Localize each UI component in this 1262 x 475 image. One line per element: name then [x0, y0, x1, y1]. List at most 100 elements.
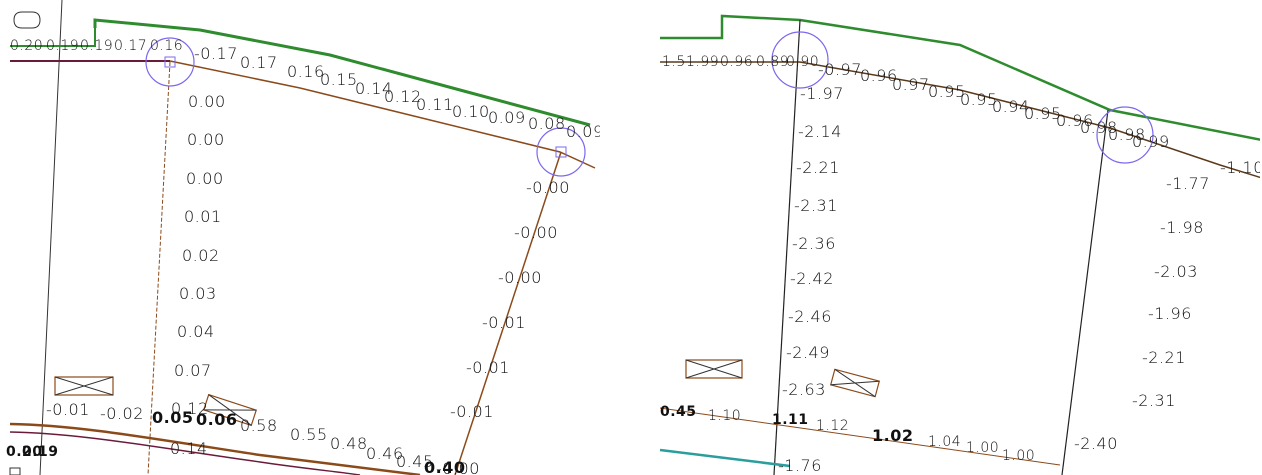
bottom-row-label: 0.40: [424, 458, 466, 475]
top-row-label: 0.09: [566, 122, 600, 141]
right-column-label: -2.40: [1074, 434, 1118, 453]
corner-label: 0.19: [22, 444, 59, 460]
vertical-reference-line: [39, 0, 63, 475]
top-row-label: 0.14: [355, 79, 393, 98]
left-column-label: 0.14: [170, 439, 208, 458]
bottom-row-label: 1.12: [816, 418, 850, 434]
brown-profile-line: [169, 60, 596, 169]
bottom-brown-curve: [9, 422, 421, 475]
top-row-label: 0.17: [114, 38, 148, 54]
bottom-brown-line: [660, 407, 1061, 466]
right-column-label: -1.77: [1166, 174, 1210, 193]
bottom-row-label: -0.01: [46, 400, 90, 419]
green-boundary-line: [93, 18, 591, 127]
left-section-line: [147, 61, 171, 475]
right-column-label: -2.21: [1142, 348, 1186, 367]
bottom-row-label: 0.55: [290, 425, 328, 444]
cross-box-icon: [54, 376, 114, 396]
top-row-label: 0.95: [960, 90, 998, 109]
bottom-row-label: 1.04: [928, 434, 962, 450]
right-column-label: -0.00: [514, 223, 558, 242]
right-column-label: -0.00: [436, 459, 480, 475]
top-row-label: 0.99: [1132, 132, 1170, 151]
cross-box-icon: [685, 359, 743, 379]
left-column-label: -2.42: [790, 269, 834, 288]
left-column-label: 0.03: [179, 284, 217, 303]
left-column-label: -2.63: [782, 380, 826, 399]
bottom-row-label: 1.00: [1002, 448, 1036, 464]
station-circle-icon: [1096, 106, 1154, 164]
top-row-label: 0.11: [416, 95, 454, 114]
top-row-label: 0.94: [992, 97, 1030, 116]
bottom-row-label: 0.05: [152, 408, 194, 427]
right-column-label: -0.01: [466, 358, 510, 377]
bottom-row-label: -0.02: [100, 404, 144, 423]
top-row-label: 0.98: [1108, 125, 1146, 144]
bottom-row-label: 0.46: [366, 444, 404, 463]
right-column-label: -1.96: [1148, 304, 1192, 323]
bottom-row-label: 1.11: [772, 412, 809, 428]
left-column-label: -1.97: [800, 84, 844, 103]
top-row-label: 0.15: [320, 70, 358, 89]
symbol-icon: [13, 11, 41, 29]
left-column-label: -1.76: [778, 456, 822, 475]
left-column-label: -2.46: [788, 307, 832, 326]
top-row-label: 1.99: [686, 54, 720, 70]
top-row-label: 0.96: [720, 54, 754, 70]
bottom-row-label: 0.48: [330, 434, 368, 453]
bottom-row-label: 1.10: [708, 408, 742, 424]
left-column-label: 0.00: [187, 130, 225, 149]
edge-label: -1.10: [1220, 158, 1260, 177]
teal-bottom-line: [660, 448, 791, 468]
top-row-label: 0.20: [10, 38, 44, 54]
left-cad-viewport[interactable]: 0.20 0.19 0.19 0.17 0.16 -0.17 0.17 0.16…: [0, 0, 600, 475]
top-row-label: 0.16: [150, 38, 184, 54]
top-row-label: 0.19: [46, 38, 80, 54]
top-row-label: 0.89: [756, 54, 790, 70]
left-column-label: 0.00: [188, 92, 226, 111]
top-row-label: 0.90: [786, 54, 820, 70]
green-boundary-line: [660, 14, 1260, 141]
top-row-label: 0.95: [928, 82, 966, 101]
top-row-label: 0.96: [860, 66, 898, 85]
bottom-row-label: 0.58: [240, 416, 278, 435]
right-viewport-drawing: [660, 14, 1260, 475]
bottom-row-label: 0.45: [396, 452, 434, 471]
cross-box-icon: [829, 368, 881, 398]
left-column-label: -2.31: [794, 196, 838, 215]
top-row-label: 0.98: [1080, 118, 1118, 137]
left-column-label: 0.04: [177, 322, 215, 341]
right-column-label: -1.98: [1160, 218, 1204, 237]
brown-profile-line: [660, 61, 1260, 179]
bottom-row-label: 1.02: [872, 426, 914, 445]
right-column-label: -0.01: [450, 402, 494, 421]
left-column-label: 0.00: [186, 169, 224, 188]
right-column-label: -0.00: [498, 268, 542, 287]
bottom-row-label: 0.45: [660, 404, 697, 420]
right-column-label: -0.00: [526, 178, 570, 197]
left-column-label: 0.07: [174, 361, 212, 380]
top-row-label: 0.19: [80, 38, 114, 54]
left-viewport-drawing: [9, 0, 596, 475]
top-row-label: 0.12: [384, 87, 422, 106]
left-column-label: 0.02: [182, 246, 220, 265]
right-section-line: [1061, 109, 1109, 475]
top-row-label: 0.97: [892, 75, 930, 94]
left-column-label: -2.21: [796, 158, 840, 177]
top-row-label: -0.17: [194, 44, 238, 63]
top-row-label: 0.10: [452, 102, 490, 121]
top-row-label: 0.95: [1024, 104, 1062, 123]
left-column-label: -2.14: [798, 122, 842, 141]
top-row-label: 0.08: [528, 114, 566, 133]
right-column-label: -2.31: [1132, 391, 1176, 410]
left-column-label: 0.12: [171, 399, 209, 418]
station-circle-icon: [145, 37, 195, 87]
top-row-label: 0.96: [1056, 111, 1094, 130]
top-row-label: 1.5: [662, 54, 686, 70]
right-section-line: [454, 151, 562, 475]
left-column-label: 0.01: [184, 207, 222, 226]
station-circle-icon: [536, 127, 586, 177]
right-cad-viewport[interactable]: 1.5 1.99 0.96 0.89 0.90 -0.97 0.96 0.97 …: [660, 0, 1260, 475]
bottom-row-label: 0.06: [196, 410, 238, 429]
top-row-label: 0.16: [287, 62, 325, 81]
